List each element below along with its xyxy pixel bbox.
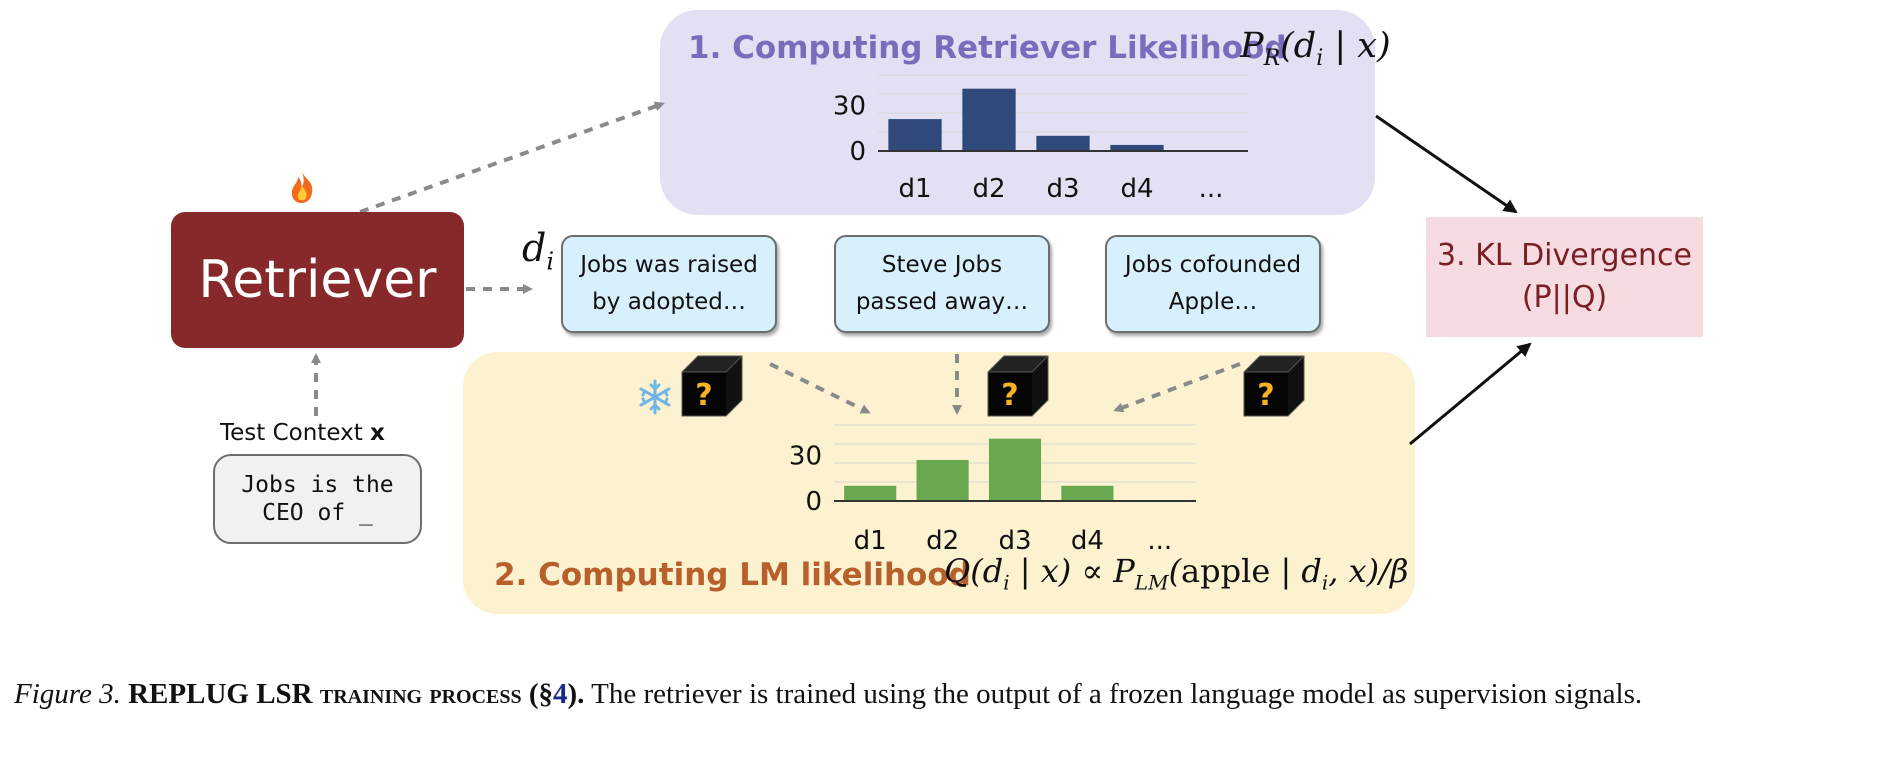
bar-d1 [844,485,897,501]
caption-figure-number: Figure 3. [14,678,121,710]
bar-d1 [888,119,942,151]
x-tick-label: ... [1199,174,1224,204]
step1-title: 1. Computing Retriever Likelihood [688,30,1287,66]
snowflake-icon [639,379,671,415]
x-tick-label: d4 [1071,526,1104,556]
doc-card-1-line2: by adopted… [592,289,746,315]
doc-card-1-line1: Jobs was raised [580,252,758,278]
x-tick-label: d3 [1046,174,1079,204]
step1-formula: PR(di | x) [1240,26,1391,71]
test-context-box: Jobs is the CEO of _ [213,454,422,544]
bar-d2 [962,88,1016,151]
kl-divergence-box: 3. KL Divergence (P||Q) [1426,217,1703,337]
x-tick-label: ... [1147,526,1172,556]
test-context-label: Test Context x [220,420,385,446]
doc-card-2-line1: Steve Jobs [881,252,1003,278]
x-tick-label: d2 [972,174,1005,204]
bar-d4 [1110,144,1164,151]
kl-formula: (P||Q) [1521,280,1608,315]
y-tick-label: 30 [789,441,822,471]
x-tick-label: d3 [998,526,1031,556]
x-tick-label: d2 [926,526,959,556]
question-cube-icon: ? [681,355,743,417]
arrow-doc3-to-chart [1113,362,1241,413]
kl-title: 3. KL Divergence [1437,238,1692,273]
retriever-box: Retriever [171,212,464,348]
svg-text:?: ? [695,378,712,413]
x-tick-label: d1 [898,174,931,204]
arrow-doc1-to-chart [769,362,871,414]
x-tick-label: d1 [854,526,887,556]
svg-text:?: ? [1257,378,1274,413]
doc-card-1: Jobs was raised by adopted… [561,235,777,333]
arrow-retriever-to-step1 [359,101,665,214]
bar-d2 [916,459,969,501]
test-context-line1: Jobs is the [241,472,394,498]
question-cube-icon: ? [987,355,1049,417]
svg-text:?: ? [1001,378,1018,413]
lm-likelihood-chart: 30 0 d1 d2 d3 d4... [789,424,1196,556]
caption-bold-title: REPLUG LSR training process (§ [128,678,554,710]
doc-card-2: Steve Jobs passed away… [834,235,1050,333]
step2-formula: Q(di | x) ∝ PLM(apple | di, x)/β [944,552,1409,595]
caption-section-ref[interactable]: 4 [553,678,568,710]
retriever-likelihood-chart: 30 0 d1 d2 d3 d4... [833,74,1248,204]
y-tick-label: 30 [833,91,866,121]
doc-card-3-line2: Apple… [1168,289,1258,315]
doc-card-3: Jobs cofounded Apple… [1105,235,1321,333]
test-context-line2: CEO of _ [262,500,373,526]
bar-d3 [988,438,1042,501]
arrow-step2-to-kl [1409,342,1532,446]
doc-card-2-line2: passed away… [855,289,1029,315]
bar-d4 [1061,485,1114,501]
step2-title: 2. Computing LM likelihood [494,557,971,593]
bar-d3 [1036,135,1090,151]
fire-icon [291,172,313,203]
doc-index-label: di [522,226,555,276]
arrow-step1-to-kl [1375,114,1518,214]
x-tick-label: d4 [1120,174,1153,204]
caption-text: The retriever is trained using the outpu… [591,678,1643,710]
question-cube-icon: ? [1243,355,1305,417]
doc-card-3-line1: Jobs cofounded [1124,252,1302,278]
y-tick-label: 0 [805,487,822,517]
y-tick-label: 0 [849,137,866,167]
figure-caption: Figure 3. REPLUG LSR training process (§… [14,678,1643,710]
